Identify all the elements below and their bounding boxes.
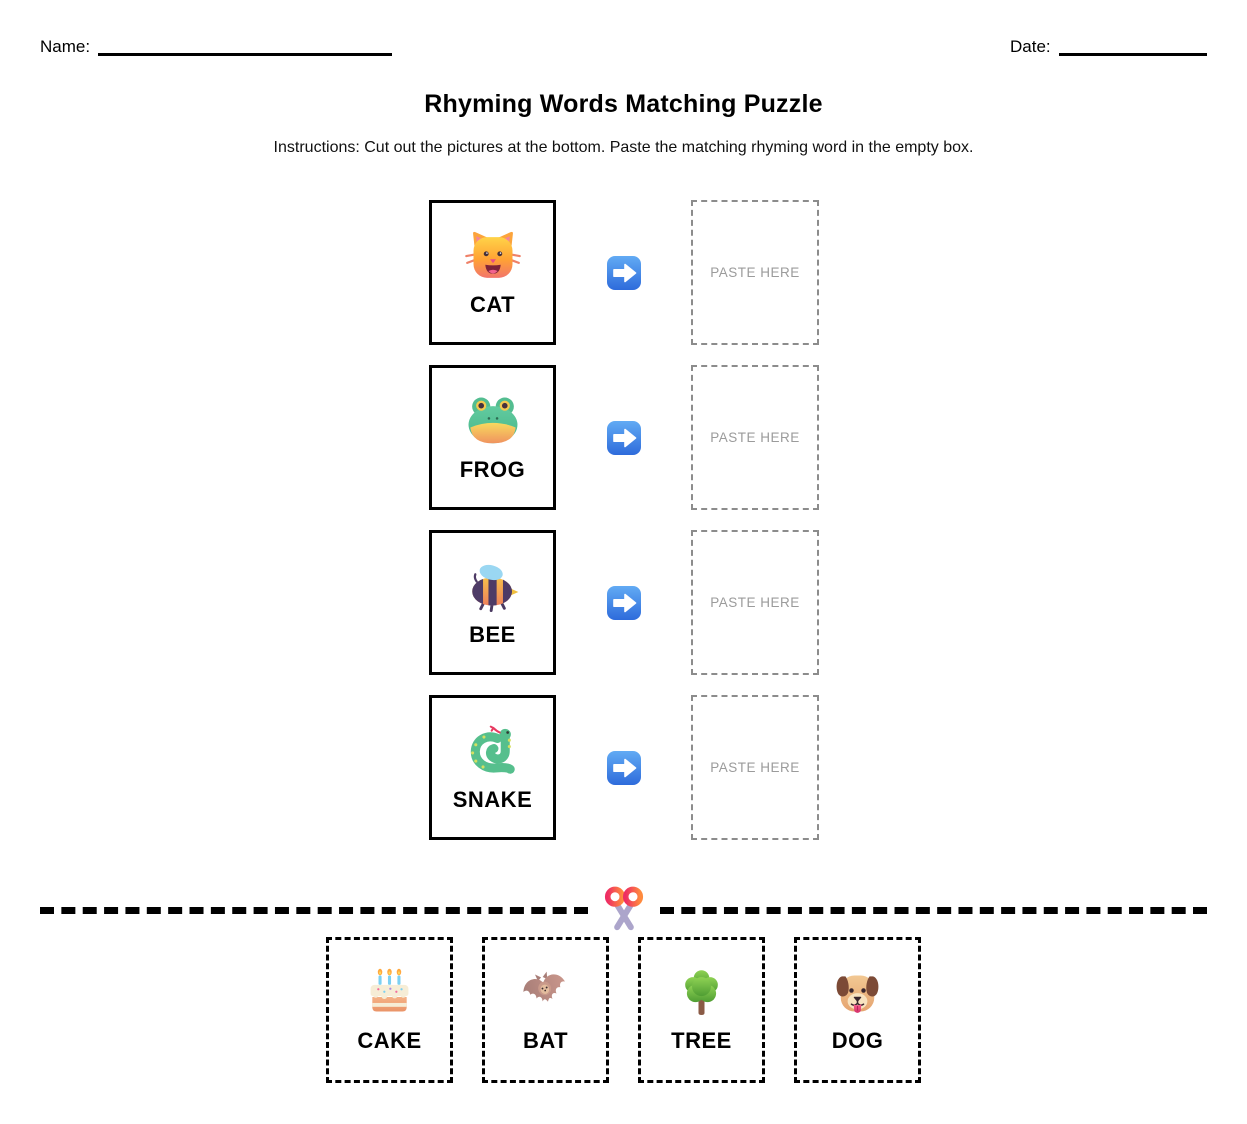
right-arrow-icon [606, 585, 641, 620]
picture-card-cat: CAT [429, 200, 556, 345]
picture-word: FROG [459, 456, 526, 482]
cutout-card-tree[interactable]: TREE [638, 937, 765, 1083]
date-label: Date: [1010, 37, 1051, 56]
matching-row: CAT PASTE HERE [429, 200, 819, 345]
cut-line-segment [40, 906, 588, 914]
picture-card-bee: BEE [429, 530, 556, 675]
cat-face-icon [464, 231, 521, 278]
date-field: Date: [1010, 36, 1207, 56]
cutout-word: TREE [671, 1028, 732, 1053]
paste-here-label: PASTE HERE [710, 430, 800, 445]
instructions-text: Instructions: Cut out the pictures at th… [273, 139, 974, 156]
paste-here-label: PASTE HERE [710, 265, 800, 280]
picture-card-frog: FROG [429, 365, 556, 510]
arrow-cell [556, 695, 691, 840]
picture-word: CAT [469, 291, 516, 317]
right-arrow-icon [606, 255, 641, 290]
paste-here-dropzone[interactable]: PASTE HERE [691, 695, 819, 840]
picture-word: BEE [469, 621, 516, 647]
matching-row: BEE PASTE HERE [429, 530, 819, 675]
arrow-cell [556, 530, 691, 675]
picture-card-snake: SNAKE [429, 695, 556, 840]
birthday-cake-icon [370, 968, 409, 1012]
cutout-word: DOG [831, 1028, 884, 1053]
date-blank-line[interactable] [1058, 37, 1207, 56]
name-blank-line[interactable] [98, 37, 393, 56]
paste-here-label: PASTE HERE [710, 760, 800, 775]
cutout-card-cake[interactable]: CAKE [326, 937, 453, 1083]
name-label: Name: [40, 37, 91, 56]
matching-row: FROG PASTE HERE [429, 365, 819, 510]
cut-line-segment [659, 906, 1207, 914]
right-arrow-icon [606, 750, 641, 785]
cutout-word: BAT [522, 1028, 569, 1053]
paste-here-dropzone[interactable]: PASTE HERE [691, 530, 819, 675]
cutout-word: CAKE [357, 1028, 422, 1053]
cutout-row: CAKE BAT [0, 937, 1247, 1083]
name-field: Name: [40, 36, 393, 56]
cutout-card-bat[interactable]: BAT [482, 937, 609, 1083]
arrow-cell [556, 200, 691, 345]
matching-area: CAT PASTE HERE [429, 200, 819, 840]
right-arrow-icon [606, 420, 641, 455]
matching-row: SNAKE PASTE HERE [429, 695, 819, 840]
honeybee-icon [471, 564, 518, 612]
bat-icon [523, 971, 566, 1002]
cut-line [40, 882, 1207, 938]
deciduous-tree-icon [685, 970, 718, 1015]
page-title: Rhyming Words Matching Puzzle [424, 90, 823, 118]
paste-here-label: PASTE HERE [710, 595, 800, 610]
scissors-icon [604, 886, 643, 931]
paste-here-dropzone[interactable]: PASTE HERE [691, 200, 819, 345]
arrow-cell [556, 365, 691, 510]
snake-icon [470, 725, 515, 774]
picture-word: SNAKE [452, 786, 533, 812]
paste-here-dropzone[interactable]: PASTE HERE [691, 365, 819, 510]
dog-face-icon [836, 975, 879, 1013]
cutout-card-dog[interactable]: DOG [794, 937, 921, 1083]
frog-face-icon [468, 397, 517, 443]
